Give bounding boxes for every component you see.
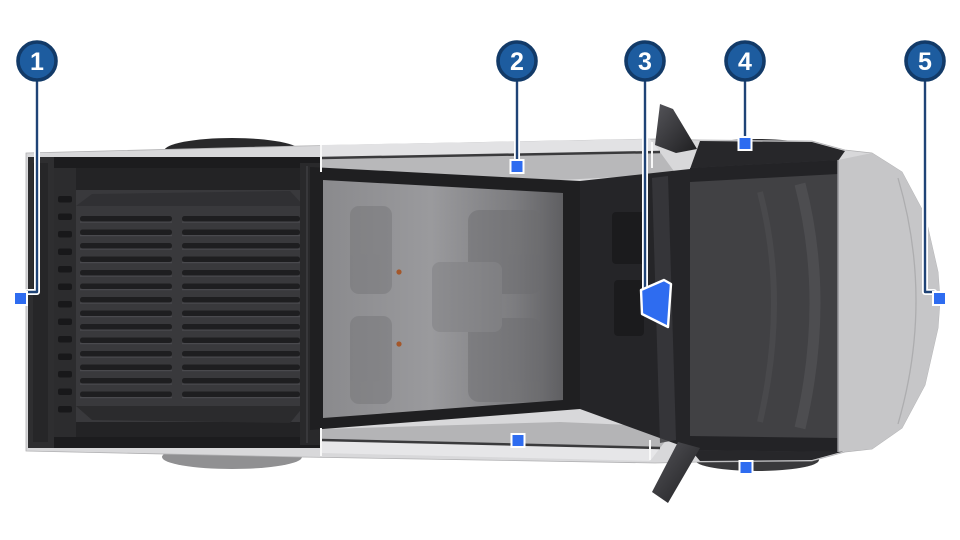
- roof-edge-bottom: [321, 438, 661, 450]
- windshield-edge-bottom: [690, 436, 838, 452]
- hood-panel: [838, 153, 940, 452]
- callout-5-leader-line: [923, 80, 936, 294]
- side-mirrors: [652, 104, 700, 503]
- seats-through-glass: [350, 206, 542, 404]
- callout-2-badge: 2: [496, 40, 538, 82]
- cargo-bed: [28, 157, 320, 448]
- bed-floor-ribs: [76, 212, 304, 404]
- callout-4-number: 4: [738, 48, 752, 76]
- front-fender-band-bottom: [690, 449, 845, 461]
- bed-rail-top: [54, 157, 320, 168]
- vehicle-illustration: [25, 104, 941, 503]
- callout-2-marker-bottom-icon: [510, 433, 526, 448]
- callout-2-marker-top-icon: [509, 159, 525, 174]
- roof-edge-top: [321, 150, 661, 160]
- callout-5-badge: 5: [904, 40, 946, 82]
- callout-badge-icon: [624, 40, 666, 82]
- seatbelt-detail-2: [396, 341, 402, 347]
- callout-badge-icon: [496, 40, 538, 82]
- callout-3-badge: 3: [624, 40, 666, 82]
- bed-floor-rear-slope: [76, 406, 304, 423]
- right-mirror-fin: [652, 442, 700, 503]
- sail-panel-bottom-light: [322, 440, 660, 461]
- roof-strips: [321, 139, 676, 461]
- pointer-flag-icon: [639, 278, 673, 329]
- windshield-streak-2: [757, 191, 777, 423]
- windshield-streak-1: [794, 182, 821, 430]
- callout-badges: 1 2 3 4 5: [16, 40, 946, 82]
- glass-roof-panel: [323, 180, 563, 418]
- cabin-interior: [580, 169, 690, 449]
- console-detail-1: [612, 212, 646, 264]
- panel-gaps: [320, 142, 653, 460]
- front-trunk-seam: [897, 177, 917, 425]
- glass-roof: [310, 167, 580, 430]
- callout-badge-icon: [724, 40, 766, 82]
- callout-4-badge: 4: [724, 40, 766, 82]
- console-detail-2: [614, 280, 644, 336]
- callout-4-marker-bottom-icon: [738, 460, 754, 475]
- callout-badge-icon: [904, 40, 946, 82]
- callout-4-marker-top-icon: [737, 136, 753, 151]
- leader-lines: [25, 80, 936, 296]
- seatbelt-detail-1: [396, 269, 402, 275]
- callout-5-number: 5: [918, 48, 932, 76]
- callout-badge-icon: [16, 40, 58, 82]
- callout-1-number: 1: [30, 48, 44, 76]
- target-markers: [13, 136, 947, 475]
- windshield-edge-top: [690, 160, 838, 182]
- windshield-glass: [690, 160, 838, 452]
- callout-1-marker-icon: [13, 291, 28, 306]
- left-mirror-fin: [655, 104, 697, 153]
- callout-1-badge: 1: [16, 40, 58, 82]
- hood: [837, 153, 940, 452]
- callout-5-marker-icon: [932, 291, 947, 306]
- bed-floor-front-slope: [76, 191, 304, 206]
- callout-1-leader-line: [25, 80, 39, 294]
- callout-2-number: 2: [510, 48, 524, 76]
- windshield: [690, 160, 838, 452]
- bed-rail-bottom: [54, 437, 320, 448]
- bed-side-cleats: [54, 192, 76, 420]
- callout-3-number: 3: [638, 48, 652, 76]
